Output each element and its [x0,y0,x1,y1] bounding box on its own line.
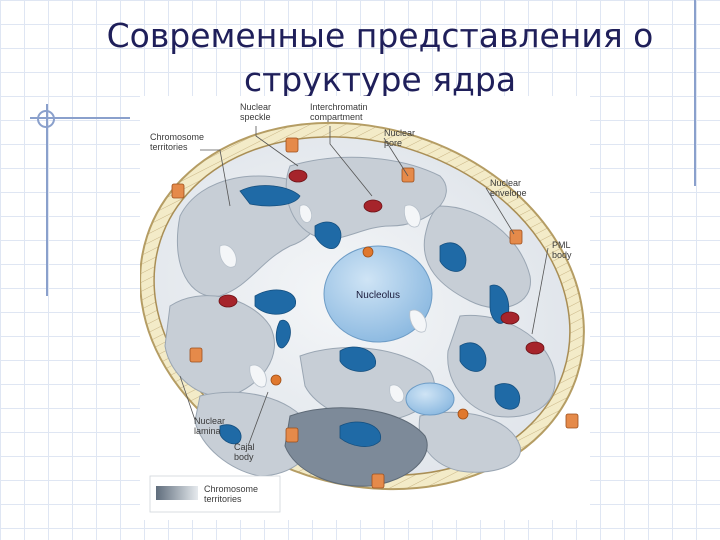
territory-bottom-dark [284,407,428,487]
nucleolus-label: Nucleolus [356,290,400,301]
leader-lines [179,126,549,447]
nuclear-speckles [219,185,521,447]
speckle [314,221,342,250]
territory-right [447,314,556,418]
decor-line-horizontal [30,117,130,119]
speckle [339,346,376,372]
cajal-body [270,374,282,386]
decor-line-vertical [46,104,48,296]
dark-territory [284,407,428,487]
pml-bodies [218,169,545,355]
speckle [239,185,301,207]
nuclear-pore [285,137,299,153]
interchromatin-channel [389,384,405,403]
interchromatin-compartment [219,204,427,403]
territory-upper-right [423,205,531,309]
pml-body [525,341,545,355]
nuclear-pore [171,183,185,199]
territory-top-left [176,175,321,297]
cajal-body [457,408,469,420]
slide-title: Современные представления о структуре яд… [60,14,700,102]
small-nucleolus [405,382,455,416]
cajal-body [362,246,374,258]
speckle [439,242,467,272]
speckle [459,342,487,372]
decor-circle [37,110,55,128]
speckle [219,424,242,445]
decor-line-right [694,0,696,186]
interchromatin-channel [249,364,267,388]
pml-body [500,311,520,325]
pml-body [218,294,238,308]
title-line-2: структуре ядра [243,60,517,99]
nuclear-pore [509,229,523,245]
legend-swatch [156,486,198,500]
nucleus-diagram: Nucleolus [140,96,590,520]
pml-body [363,199,383,213]
pml-body [288,169,308,183]
title-line-1: Современные представления о [106,16,654,55]
speckle [254,289,297,315]
nuclear-pore [401,167,415,183]
interchromatin-channel [409,309,427,333]
speckle [494,383,521,410]
nuclear-pore [189,347,203,363]
nuclear-pore [371,473,385,489]
interchromatin-channel [219,244,237,268]
territory-lower-right [418,411,521,473]
nuclear-pore [285,427,299,443]
interchromatin-channel [403,204,421,228]
territory-left [164,295,275,398]
speckle [339,421,382,447]
nucleus-svg: Nucleolus [140,102,585,513]
cajal-bodies [270,246,469,420]
speckle [275,319,291,349]
nucleolus [323,245,433,343]
nuclear-pore [565,413,579,429]
interchromatin-channel [299,204,313,223]
